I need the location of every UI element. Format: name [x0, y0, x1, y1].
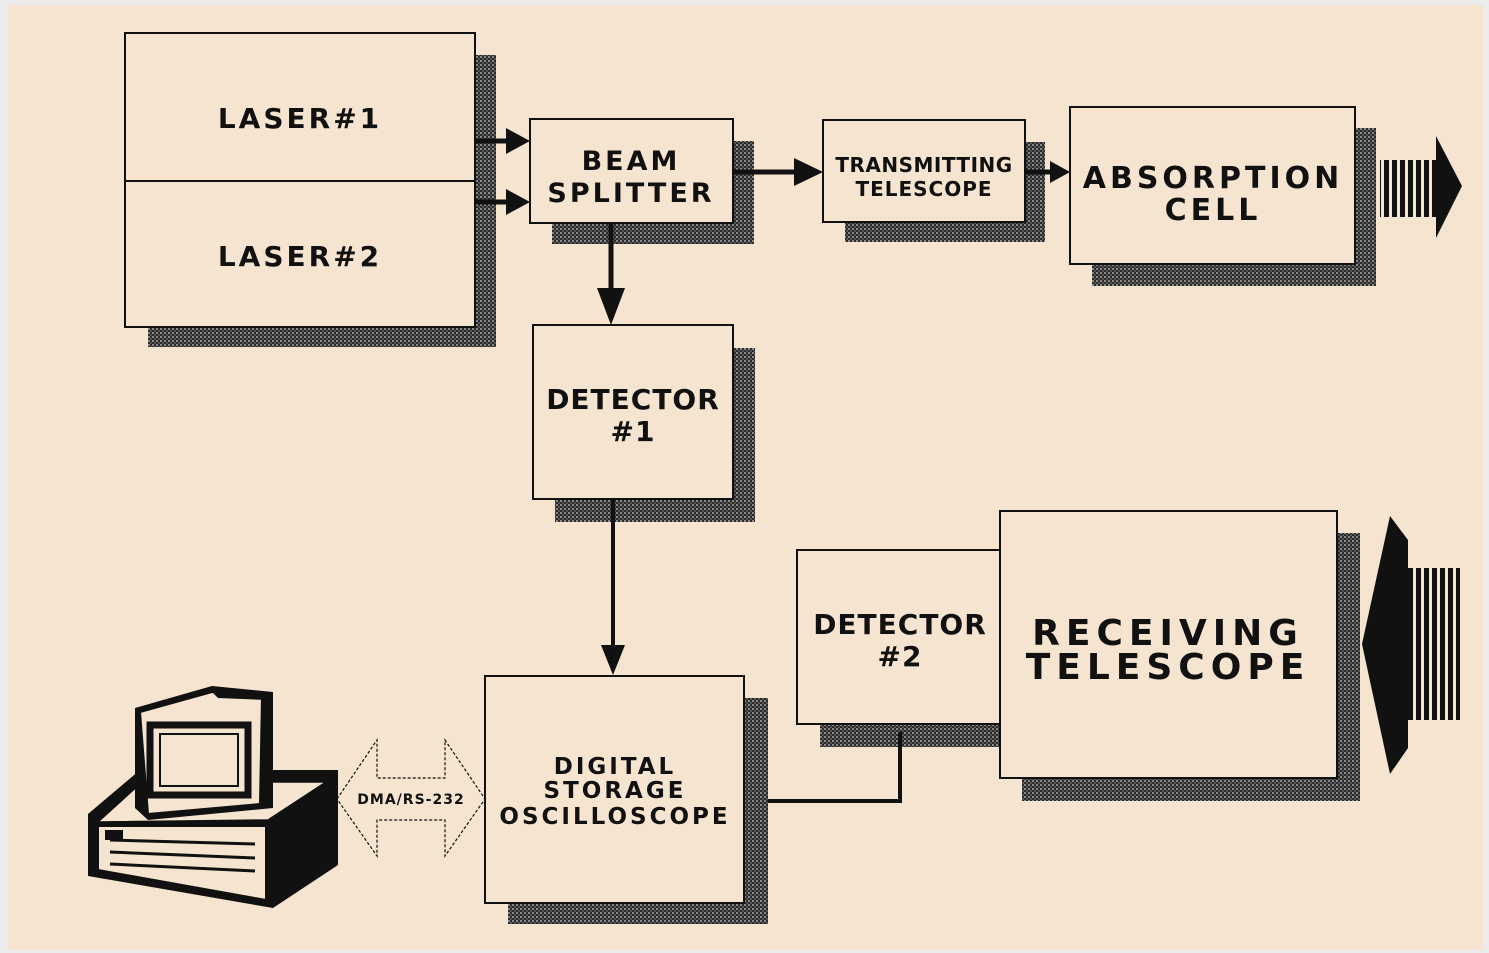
transmitter-to-cell-arrow [1025, 161, 1070, 183]
absorption-cell-line2: CELL [1165, 193, 1262, 228]
transmitting-telescope-block: TRANSMITTING TELESCOPE [822, 119, 1045, 242]
laser-block: LASER#1 LASER#2 [124, 32, 496, 347]
receiving-telescope-line2: TELESCOPE [1026, 647, 1311, 688]
absorption-cell-block: ABSORPTION CELL [1069, 106, 1376, 286]
dma-rs232-label: DMA/RS-232 [357, 792, 464, 808]
computer-icon [88, 686, 338, 908]
oscilloscope-line1: DIGITAL [554, 754, 676, 780]
oscilloscope-block: DIGITAL STORAGE OSCILLOSCOPE [484, 675, 768, 924]
detector1-to-oscilloscope-arrow [601, 499, 625, 675]
splitter-to-transmitter-arrow [733, 158, 823, 186]
beam-splitter-block: BEAM SPLITTER [529, 118, 754, 244]
oscilloscope-line3: OSCILLOSCOPE [499, 804, 730, 830]
detector1-line2: #1 [611, 415, 656, 448]
detector1-block: DETECTOR #1 [532, 324, 755, 522]
detector2-line2: #2 [878, 640, 923, 673]
beam-splitter-line2: SPLITTER [547, 178, 714, 209]
outgoing-beam-arrow [1380, 136, 1462, 238]
transmitting-telescope-line2: TELESCOPE [855, 177, 992, 201]
detector2-line1: DETECTOR [813, 608, 987, 641]
laser-to-splitter-arrows [475, 128, 530, 215]
beam-splitter-line1: BEAM [582, 146, 681, 177]
oscilloscope-line2: STORAGE [544, 778, 687, 804]
detector1-line1: DETECTOR [546, 383, 720, 416]
absorption-cell-line1: ABSORPTION [1083, 161, 1344, 196]
incoming-beam-arrow [1362, 516, 1460, 774]
laser1-label: LASER#1 [218, 102, 382, 135]
transmitting-telescope-line1: TRANSMITTING [835, 153, 1012, 177]
laser2-label: LASER#2 [218, 240, 382, 273]
detector2-to-oscilloscope-wire [766, 732, 902, 803]
splitter-to-detector1-arrow [597, 223, 625, 325]
receiving-telescope-block: RECEIVING TELESCOPE [999, 510, 1360, 801]
dma-rs232-link-arrow: DMA/RS-232 [336, 738, 486, 858]
receiving-telescope-line1: RECEIVING [1032, 613, 1304, 654]
detector2-block: DETECTOR #2 [796, 549, 1020, 747]
